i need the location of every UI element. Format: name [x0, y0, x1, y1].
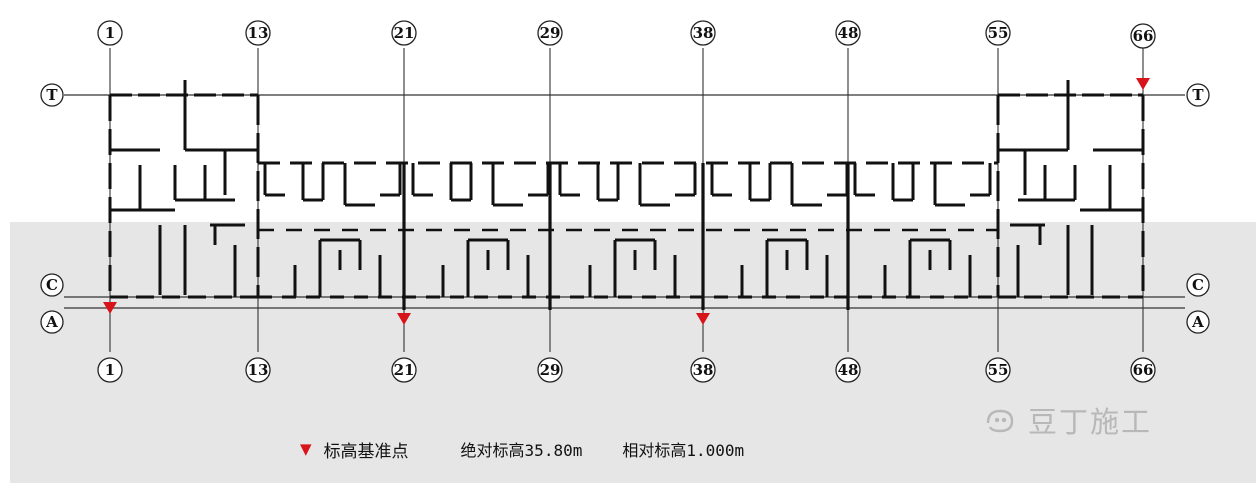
axis-bubble-top-1-label: 1	[105, 24, 115, 42]
axis-bubble-bottom-48: 48	[835, 357, 861, 383]
axis-bubble-top-48: 48	[835, 20, 861, 46]
axis-bubble-top-38-circle	[690, 20, 716, 46]
axis-bubble-bottom-13-circle	[245, 357, 271, 383]
axis-bubble-bottom-1: 1	[97, 357, 123, 383]
axis-bubble-top-55-label: 55	[988, 24, 1009, 42]
axis-bubble-left-C: C	[40, 273, 64, 297]
axis-bubble-top-29: 29	[537, 20, 563, 46]
axis-bubble-top-21-label: 21	[394, 24, 415, 42]
axis-bubble-bottom-66: 66	[1130, 357, 1156, 383]
axis-bubble-bottom-48-circle	[835, 357, 861, 383]
axis-bubble-top-21-circle	[391, 20, 417, 46]
axis-bubble-left-A-circle	[40, 310, 64, 334]
axis-bubble-bottom-66-label: 66	[1133, 361, 1154, 379]
axis-bubble-bottom-38: 38	[690, 357, 716, 383]
axis-bubble-top-48-circle	[835, 20, 861, 46]
axis-bubble-right-C: C	[1186, 273, 1210, 297]
axis-bubble-top-13-label: 13	[248, 24, 269, 42]
axis-bubble-top-66-label: 66	[1133, 27, 1154, 45]
axis-bubble-top-55: 55	[985, 20, 1011, 46]
axis-bubble-bottom-13: 13	[245, 357, 271, 383]
axis-bubble-bottom-13-label: 13	[248, 361, 269, 379]
legend: ▼ 标高基准点 绝对标高35.80m 相对标高1.000m	[300, 438, 745, 462]
legend-absolute-elevation: 绝对标高35.80m	[460, 441, 583, 460]
axis-bubble-bottom-29-label: 29	[540, 361, 561, 379]
axis-bubble-top-29-circle	[537, 20, 563, 46]
axis-bubble-top-29-label: 29	[540, 24, 561, 42]
axis-bubble-right-A: A	[1186, 310, 1210, 334]
axis-bubble-right-T: T	[1186, 83, 1210, 107]
axis-bubble-top-13-circle	[245, 20, 271, 46]
axis-bubble-left-T-label: T	[46, 86, 58, 104]
axis-bubble-bottom-1-circle	[97, 357, 123, 383]
marker-legend-icon: ▼	[300, 440, 312, 458]
axis-bubble-left-A-label: A	[45, 313, 58, 331]
axis-bubble-right-T-label: T	[1192, 86, 1204, 104]
axis-bubble-top-66-circle	[1130, 23, 1156, 49]
axis-bubble-left-T: T	[40, 83, 64, 107]
axis-bubble-bottom-29: 29	[537, 357, 563, 383]
axis-bubble-left-C-circle	[40, 273, 64, 297]
axis-bubble-top-38: 38	[690, 20, 716, 46]
legend-relative-elevation: 相对标高1.000m	[622, 441, 745, 460]
axis-bubble-left-T-circle	[40, 83, 64, 107]
elevation-marker-66	[1136, 78, 1150, 90]
elevation-marker-1	[103, 302, 117, 314]
axis-bubble-bottom-21-circle	[391, 357, 417, 383]
axis-bubble-left-A: A	[40, 310, 64, 334]
axis-bubble-left-C-label: C	[46, 276, 58, 294]
axis-bubble-bottom-1-label: 1	[105, 361, 115, 379]
axis-bubble-top-38-label: 38	[693, 24, 714, 42]
axis-bubble-right-C-circle	[1186, 273, 1210, 297]
axis-bubble-bottom-55-circle	[985, 357, 1011, 383]
axis-bubble-bottom-29-circle	[537, 357, 563, 383]
watermark-logo-icon	[986, 409, 1014, 433]
axis-bubble-right-A-circle	[1186, 310, 1210, 334]
axis-bubble-top-13: 13	[245, 20, 271, 46]
axis-bubble-right-A-label: A	[1191, 313, 1204, 331]
axis-bubble-top-48-label: 48	[838, 24, 859, 42]
axis-bubble-right-T-circle	[1186, 83, 1210, 107]
elevation-marker-21	[397, 313, 411, 325]
axis-bubble-top-55-circle	[985, 20, 1011, 46]
axis-bubble-top-66: 66	[1130, 23, 1156, 49]
axis-bubble-bottom-48-label: 48	[838, 361, 859, 379]
legend-marker-label: 标高基准点	[323, 441, 409, 462]
elevation-marker-38	[696, 313, 710, 325]
axis-bubble-bottom-66-circle	[1130, 357, 1156, 383]
axis-bubble-bottom-38-circle	[690, 357, 716, 383]
axis-bubble-bottom-21: 21	[391, 357, 417, 383]
axis-bubble-bottom-55-label: 55	[988, 361, 1009, 379]
axis-bubble-top-1-circle	[97, 20, 123, 46]
axis-bubble-right-C-label: C	[1192, 276, 1204, 294]
shaded-background-right	[1150, 222, 1256, 483]
axis-bubble-top-1: 1	[97, 20, 123, 46]
watermark-text: 豆丁施工	[1028, 405, 1153, 439]
axis-bubble-bottom-55: 55	[985, 357, 1011, 383]
axis-bubble-bottom-21-label: 21	[394, 361, 415, 379]
watermark: 豆丁施工	[984, 400, 1152, 440]
axis-bubble-top-21: 21	[391, 20, 417, 46]
axis-bubble-bottom-38-label: 38	[693, 361, 714, 379]
shaded-background	[10, 222, 1256, 483]
